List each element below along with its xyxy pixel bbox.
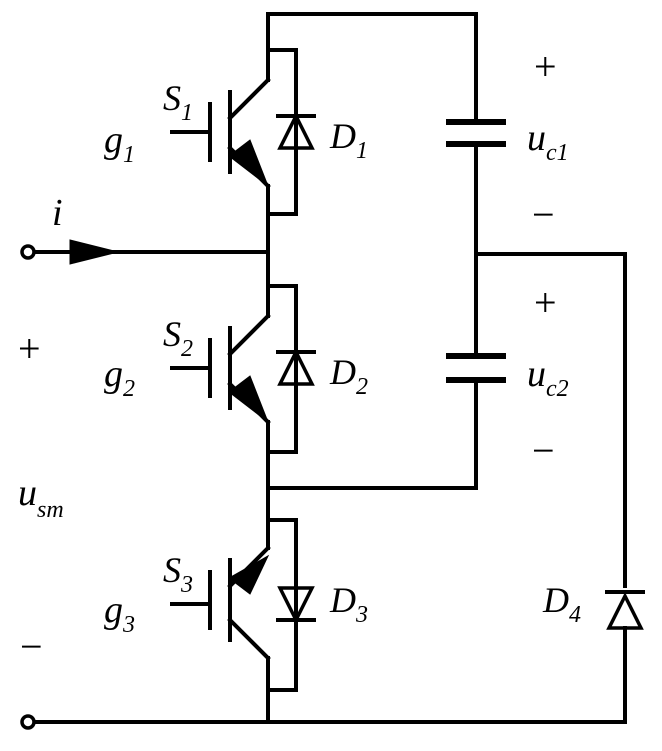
switch-s3 (170, 518, 316, 692)
d1-label: D1 (329, 116, 368, 164)
switch-s2 (170, 284, 316, 454)
d3-label: D3 (329, 580, 368, 628)
input-terminal-top (20, 244, 36, 260)
uc2-plus: + (534, 280, 557, 325)
input-terminal-bottom (20, 714, 36, 730)
switch-s1 (170, 48, 316, 216)
s3-label: S3 (163, 550, 193, 598)
uc2-label: uc2 (527, 353, 569, 402)
usm-plus: + (18, 326, 41, 371)
g3-label: g3 (104, 589, 135, 638)
s2-emitter-arrow-icon (228, 375, 270, 424)
usm-label: usm (18, 472, 64, 523)
uc1-label: uc1 (527, 117, 569, 166)
d2-label: D2 (329, 352, 368, 400)
uc2-minus: − (532, 428, 555, 473)
diode-d4 (605, 590, 645, 630)
s2-label: S2 (163, 314, 193, 362)
g1-label: g1 (104, 119, 135, 168)
capacitor-c1 (446, 119, 506, 147)
capacitor-c2 (446, 353, 506, 383)
current-label: i (52, 192, 63, 234)
current-arrow-icon (69, 239, 119, 265)
uc1-plus: + (534, 44, 557, 89)
d4-label: D4 (542, 580, 581, 628)
s1-emitter-arrow-icon (228, 139, 270, 188)
uc1-minus: − (532, 192, 555, 237)
s3-emitter-arrow-icon (228, 554, 270, 595)
g2-label: g2 (104, 353, 135, 402)
s1-label: S1 (163, 78, 193, 126)
usm-minus: − (20, 624, 43, 669)
